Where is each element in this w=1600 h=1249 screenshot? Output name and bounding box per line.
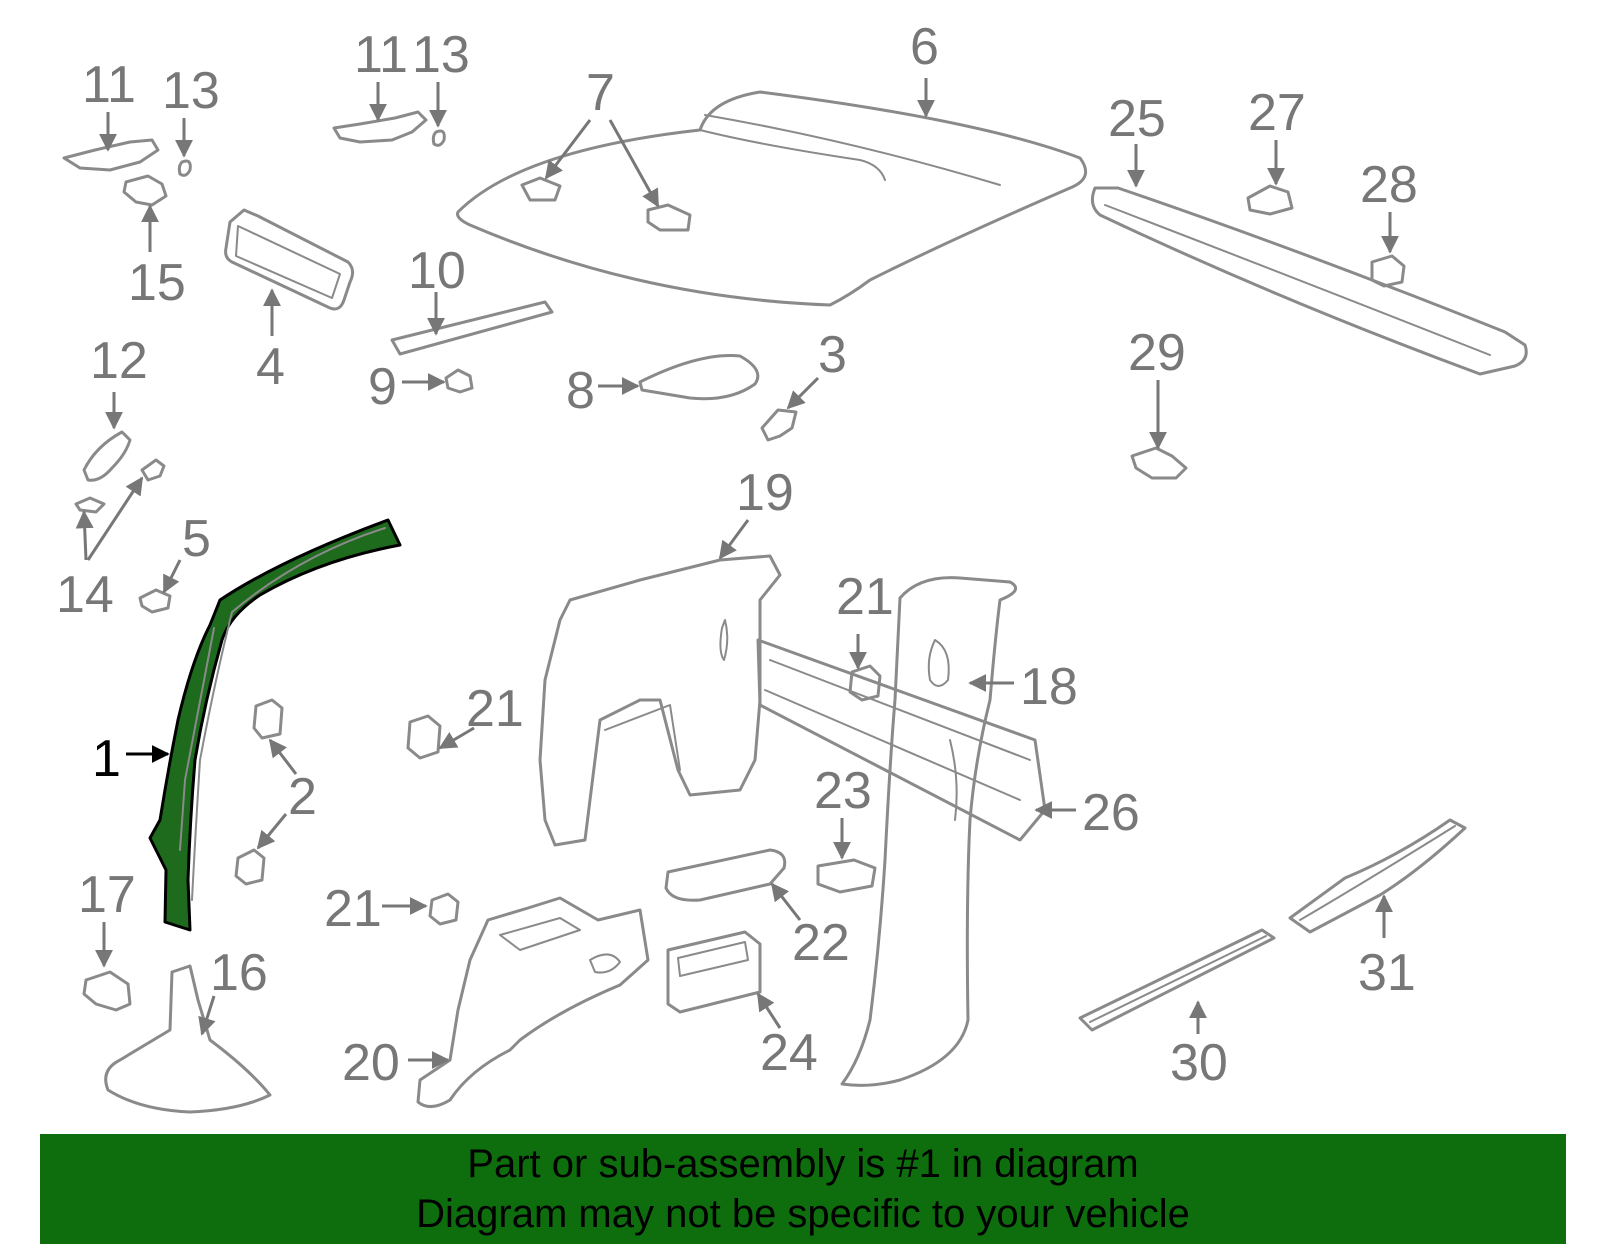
banner-line-1: Part or sub-assembly is #1 in diagram [467,1142,1139,1186]
label-14: 14 [56,566,114,624]
part-3-clip [760,408,798,442]
label-21-c: 21 [324,880,382,938]
label-25: 25 [1108,90,1166,148]
part-26-bar [756,638,1047,842]
label-3: 3 [818,326,847,384]
part-21-clip-c [428,892,460,926]
part-11-handle-top [332,110,446,147]
label-11-left: 11 [82,56,136,114]
part-22-armrest [664,848,787,902]
label-22: 22 [792,914,850,972]
part-31-step [1288,818,1467,934]
part-27-clip [1246,184,1294,216]
leader-arrows [75,78,1399,1069]
part-2-clips [234,698,284,886]
label-16: 16 [210,944,268,1002]
part-25-rail [1090,186,1528,376]
part-28-clip [1370,254,1406,288]
label-10: 10 [408,242,466,300]
label-26: 26 [1082,784,1140,842]
label-31: 31 [1358,944,1416,1002]
part-18-bpillar [840,576,1018,1087]
label-28: 28 [1360,156,1418,214]
part-19-panel [538,554,782,847]
label-17: 17 [78,866,136,924]
label-4: 4 [256,338,285,396]
part-20-quarter-trim [416,896,650,1108]
label-21-b: 21 [836,568,894,626]
label-29: 29 [1128,324,1186,382]
label-9: 9 [368,358,397,416]
label-21-a: 21 [466,680,524,738]
label-24: 24 [760,1024,818,1082]
part-7-lamps [520,176,692,232]
part-1-pillar [148,518,402,932]
label-1: 1 [92,730,121,788]
label-18: 18 [1020,658,1078,716]
label-13-top: 13 [412,26,470,84]
label-12: 12 [90,332,148,390]
label-6: 6 [910,18,939,76]
label-13-left: 13 [162,62,220,120]
part-10-strip [390,300,554,356]
label-27: 27 [1248,84,1306,142]
label-15: 15 [128,254,186,312]
part-12-handle [74,430,166,514]
part-8-cover [638,354,760,401]
label-8: 8 [566,362,595,420]
label-20: 20 [342,1034,400,1092]
part-24-pocket [666,930,762,1014]
banner-line-2: Diagram may not be specific to your vehi… [416,1192,1190,1236]
part-4-sunvisor [224,208,355,311]
part-17-clip [82,970,132,1012]
part-21-clip-a [406,714,442,760]
info-banner: Part or sub-assembly is #1 in diagram Di… [40,1134,1566,1244]
label-19: 19 [736,464,794,522]
part-16-trim [104,964,272,1114]
label-7: 7 [586,64,615,122]
part-9-clip [444,368,474,394]
part-23-bracket [816,858,877,894]
label-23: 23 [814,762,872,820]
part-21-clip-b [848,664,882,702]
part-6-headliner [456,90,1088,307]
part-5-clip [138,588,172,614]
part-30-sill [1078,928,1276,1032]
label-5: 5 [182,510,211,568]
part-11-handle-left [62,138,192,207]
part-29-clip [1130,446,1188,480]
label-11-top: 11 [354,26,408,84]
label-30: 30 [1170,1034,1228,1092]
label-2: 2 [288,768,317,826]
